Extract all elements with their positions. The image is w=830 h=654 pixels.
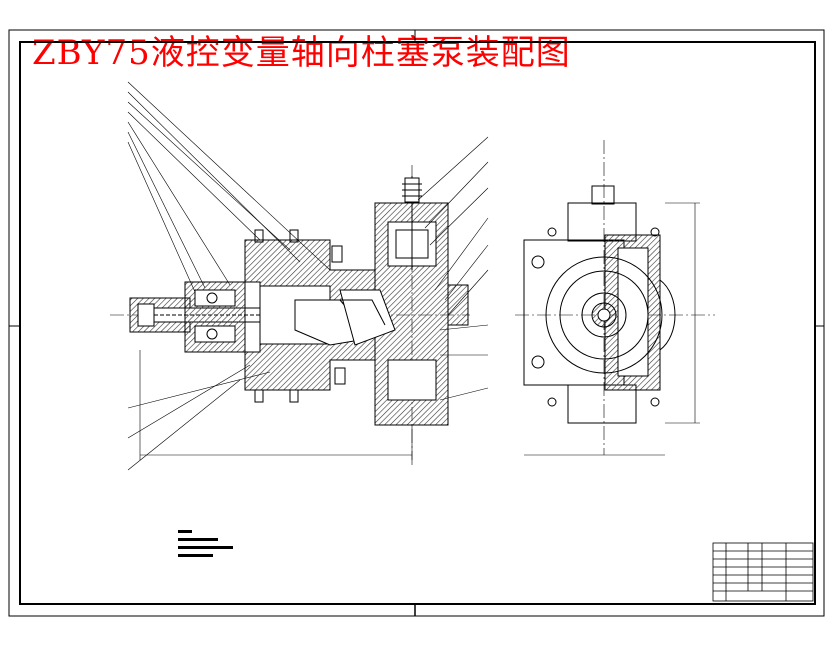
drawing-frame [8,29,825,617]
technical-notes [178,530,233,557]
title-block [712,542,814,602]
leader-lines-right [417,136,489,401]
leader-lines-left [127,81,331,471]
side-view [523,185,700,456]
main-view-section [129,176,469,460]
